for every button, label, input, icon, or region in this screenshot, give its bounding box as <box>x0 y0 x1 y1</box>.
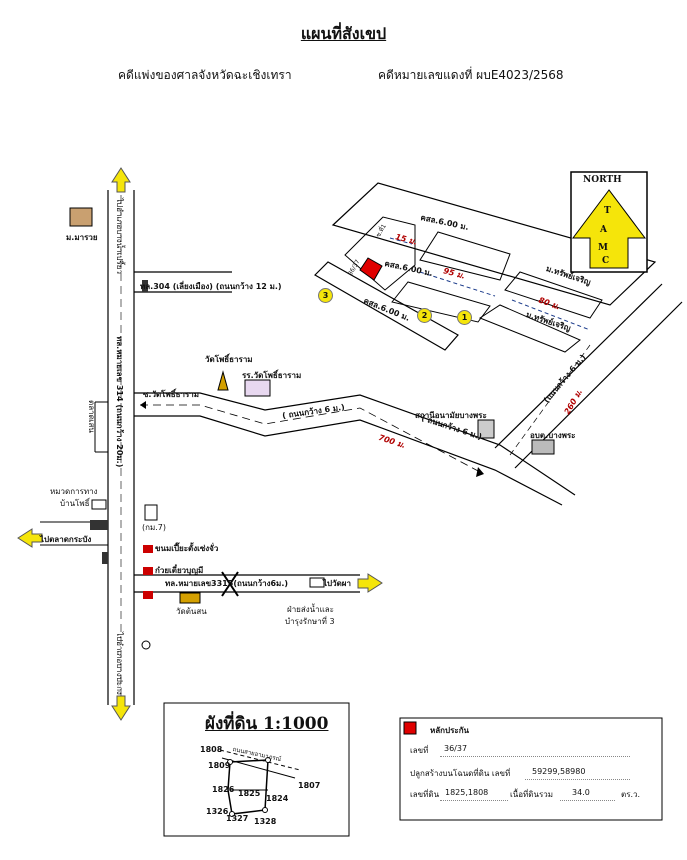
parcel-label: 1809 <box>208 761 231 770</box>
compass-letter: M <box>598 243 608 253</box>
temple-label: วัดโพธิ์ธาราม <box>205 355 253 364</box>
north-road-arrow <box>111 167 131 193</box>
compass-letter: T <box>604 206 611 216</box>
parcel-label: 1326 <box>206 807 229 816</box>
legend-area-label: เนื้อที่ดินรวม <box>510 790 554 799</box>
legend-line <box>440 756 630 757</box>
parcel-label: 1825 <box>238 789 261 798</box>
legend-deed-no: 59299,58980 <box>532 767 586 776</box>
south-road-arrow <box>111 695 131 721</box>
to-latkrabang-label: ไปตลาดกระบัง <box>40 535 92 544</box>
hwy314-label: ทล.หมายเลข 314 (ถนนกว้าง 20ม.) <box>115 336 124 468</box>
compass-north-label: NORTH <box>583 175 622 185</box>
water-office-label: ฝ่ายส่งน้ำและ <box>287 605 334 614</box>
market-label: ตลาดเสน <box>87 400 96 433</box>
parcel-label: 1824 <box>266 794 289 803</box>
collateral-plot <box>359 257 383 281</box>
village-label: ม.มารวย <box>66 233 98 242</box>
legend-collateral: หลักประกัน <box>430 726 470 735</box>
compass-letter: A <box>600 225 607 235</box>
compass-letter: C <box>602 256 610 266</box>
legend-area-unit: ตร.ว. <box>621 790 641 799</box>
parcel-label: 1807 <box>298 781 321 790</box>
scale-plan-title: ผังที่ดิน 1:1000 <box>205 714 329 734</box>
legend-area: 34.0 <box>572 788 590 797</box>
sao-label: อบต.บางพระ <box>530 431 576 440</box>
health-station-label: สถานีอนามัยบางพระ <box>415 411 487 420</box>
highway-office-label: หมวดการทาง <box>50 487 98 496</box>
to-wat-label: ไปวัดผา <box>323 579 351 588</box>
water-office-sub-label: บำรุงรักษาที่ 3 <box>285 617 335 626</box>
marker-3: 3 <box>318 288 333 303</box>
hwy3315-label: ทล.หมายเลข3315(ถนนกว้าง6ม.) <box>165 579 289 588</box>
tl304-label: ทล.304 (เลี่ยงเมือง) (ถนนกว้าง 12 ม.) <box>140 282 282 291</box>
court-name: คดีแพ่งของศาลจังหวัดฉะเชิงเทรา <box>118 68 292 82</box>
parcel-label: 1328 <box>254 817 277 826</box>
shop-label: ก๋วยเตี๋ยวบุญมี <box>155 566 204 575</box>
legend-house-no: 36/37 <box>444 744 468 753</box>
legend-land-no: 1825,1808 <box>445 788 489 797</box>
wat-pho-road-label: ซ.วัดโพธิ์ธาราม <box>143 390 200 399</box>
parcel-label: 1826 <box>212 785 235 794</box>
legend-house-no-label: เลขที่ <box>410 746 429 755</box>
map-title: แผนที่สังเขป <box>300 24 387 43</box>
legend-land-no-label: เลขที่ดิน <box>410 790 440 799</box>
legend-line <box>440 800 508 801</box>
case-number: คดีหมายเลขแดงที่ ผบE4023/2568 <box>378 68 564 82</box>
to-bangnamprieo-label: ไปอำเภอบางน้ำเปรี้ยว <box>115 198 124 274</box>
km-marker-label: (กม.7) <box>142 523 166 532</box>
parcel-label: 1808 <box>200 745 223 754</box>
highway-office-sub-label: บ้านโพธิ์ <box>60 499 90 508</box>
legend-line <box>525 779 630 780</box>
to-bangpakong-label: ไปอำเภอบางปะกง <box>115 632 124 695</box>
marker-2: 2 <box>417 308 432 323</box>
parcel-label: 1327 <box>226 814 249 823</box>
marker-1: 1 <box>457 310 472 325</box>
shop-label: ขนมเปี๊ยะตั้งเซ่งจั่ว <box>155 544 219 553</box>
school-label: รร.วัดโพธิ์ธาราม <box>242 371 302 380</box>
legend-line <box>560 800 615 801</box>
wat-ton-son-label: วัดต้นสน <box>176 607 207 616</box>
legend-deed-label: ปลูกสร้างบนโฉนดที่ดิน เลขที่ <box>410 769 511 778</box>
